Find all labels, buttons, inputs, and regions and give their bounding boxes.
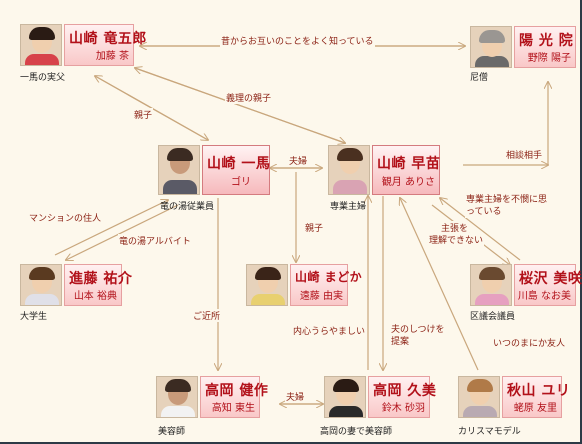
link-misaki-sanae-a: [440, 198, 521, 261]
role-misaki: 区議会議員: [470, 312, 516, 322]
rel-neighbor: ご近所: [192, 309, 222, 322]
rel-couple1: 夫婦: [288, 154, 309, 167]
name-yuri: 秋山 ユリ: [507, 383, 571, 399]
name-madoka: 山崎 まどか: [295, 270, 363, 284]
rel-discipline-2: 提案: [390, 334, 411, 347]
rel-consult: 相談相手: [505, 148, 544, 161]
rel-inlaw: 義理の親子: [225, 91, 273, 104]
avatar-madoka: [246, 264, 288, 306]
rel-discipline-1: 夫のしつけを: [390, 322, 446, 335]
card-kensaku[interactable]: 高岡 健作 高知 東生: [156, 376, 269, 418]
actor-misaki: 川島 なお美: [517, 291, 571, 302]
actor-kumi: 鈴木 砂羽: [381, 403, 425, 414]
name-sanae: 山崎 早苗: [377, 156, 441, 172]
rel-parent1: 親子: [133, 108, 154, 121]
name-kumi: 高岡 久美: [373, 383, 437, 399]
card-yoko[interactable]: 陽 光 院 野際 陽子: [470, 26, 576, 68]
link-yuri-sanae: [400, 198, 479, 371]
name-ryugoro: 山崎 竜五郎: [69, 31, 147, 47]
rel-husband-1: 主張を: [440, 221, 470, 234]
rel-mutual: 昔からお互いのことをよく知っている: [220, 34, 375, 47]
card-sanae[interactable]: 山崎 早苗 観月 ありさ: [328, 145, 440, 195]
rel-tenant: マンションの住人: [28, 211, 103, 224]
name-kensaku: 高岡 健作: [205, 383, 269, 399]
link-yusuke-kazuma-b: [66, 204, 179, 260]
name-yusuke: 進藤 祐介: [69, 271, 133, 287]
avatar-ryugoro: [20, 24, 62, 66]
role-kazuma: 竜の湯従業員: [160, 202, 215, 212]
role-yoko: 尼僧: [470, 73, 489, 83]
avatar-yusuke: [20, 264, 62, 306]
avatar-kazuma: [158, 145, 200, 195]
card-yusuke[interactable]: 進藤 祐介 山本 裕典: [20, 264, 133, 306]
rel-envy: 内心うらやましい: [292, 324, 367, 337]
actor-yusuke: 山本 裕典: [73, 291, 117, 302]
avatar-sanae: [328, 145, 370, 195]
card-kumi[interactable]: 高岡 久美 鈴木 砂羽: [324, 376, 437, 418]
rel-husband-2: 理解できない: [428, 233, 485, 246]
card-yuri[interactable]: 秋山 ユリ 蛯原 友里: [458, 376, 571, 418]
actor-kazuma: ゴリ: [231, 177, 251, 188]
avatar-yuri: [458, 376, 500, 418]
avatar-misaki: [470, 264, 512, 306]
role-yusuke: 大学生: [20, 312, 48, 322]
rel-parent2: 親子: [304, 221, 325, 234]
link-yusuke-kazuma-a: [54, 200, 168, 256]
actor-ryugoro: 加藤 茶: [95, 51, 129, 62]
avatar-yoko: [470, 26, 512, 68]
rel-couple2: 夫婦: [285, 390, 306, 403]
card-misaki[interactable]: 桜沢 美咲 川島 なお美: [470, 264, 582, 306]
actor-sanae: 観月 ありさ: [381, 177, 435, 188]
rel-friends: いつのまにか友人: [492, 336, 567, 349]
role-ryugoro: 一馬の実父: [20, 73, 66, 83]
link-ryugoro-sanae-b: [135, 68, 346, 144]
role-yuri: カリスマモデル: [458, 427, 521, 437]
actor-kensaku: 高知 東生: [211, 403, 255, 414]
card-madoka[interactable]: 山崎 まどか 遠藤 由実: [246, 264, 363, 306]
rel-parttime: 竜の湯アルバイト: [118, 234, 192, 247]
actor-yuri: 蛯原 友里: [513, 403, 557, 414]
actor-yoko: 野際 陽子: [527, 53, 571, 64]
role-sanae: 専業主婦: [330, 202, 367, 212]
card-ryugoro[interactable]: 山崎 竜五郎 加藤 茶: [20, 24, 147, 66]
card-kazuma[interactable]: 山崎 一馬 ゴリ: [158, 145, 270, 195]
rel-housewife: 専業主婦を不憫に思っている: [465, 194, 549, 218]
avatar-kumi: [324, 376, 366, 418]
name-kazuma: 山崎 一馬: [207, 156, 271, 172]
name-misaki: 桜沢 美咲: [519, 271, 582, 287]
role-kumi: 高岡の妻で美容師: [320, 427, 393, 437]
role-kensaku: 美容師: [158, 427, 186, 437]
actor-madoka: 遠藤 由実: [299, 291, 343, 302]
avatar-kensaku: [156, 376, 198, 418]
name-yoko: 陽 光 院: [519, 33, 574, 49]
